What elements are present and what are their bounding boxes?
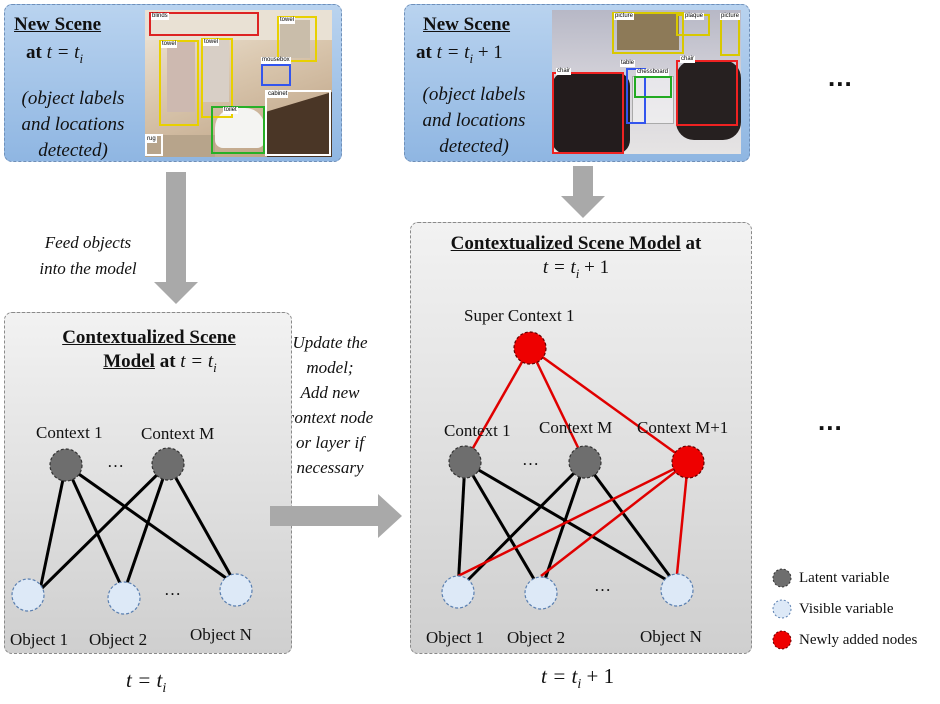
model-1-object-1-label: Object 1 [10,630,69,649]
edge [463,461,543,592]
edge [464,460,678,588]
model-1-object-dots: … [164,580,181,599]
model-1-context-m-label: Context M [141,424,215,443]
feed-arrow [154,172,198,304]
model-1-object-2-label: Object 2 [89,630,148,649]
model-2-caption: t = ti + 1 [541,664,615,693]
model-2-object-n-label: Object N [640,627,702,646]
feed-objects-label: Feed objects into the model [39,233,137,278]
scene-1-note: (object labels and locations detected) [21,88,125,161]
context-1-node [448,445,482,479]
context-1-node [49,448,83,482]
object-2-node [524,576,558,610]
mid-ellipsis: ... [818,406,843,436]
top-ellipsis: ... [828,62,853,92]
edge [64,464,126,593]
model-2-context-1-label: Context 1 [444,421,511,440]
object-n-node [660,573,694,607]
object-1-node [441,575,475,609]
edge [583,461,679,587]
edge [38,464,68,591]
model-1-title: Contextualized Scene Model at t = ti [62,327,236,375]
model-2-new-edges [457,346,690,578]
model-2-context-m-label: Context M [539,418,613,437]
edge [65,463,237,587]
context-m-node [568,445,602,479]
model-2-edges [456,460,679,592]
model-2-object-dots: … [594,576,611,595]
model-1-context-dots: … [107,452,124,471]
edge [166,463,238,586]
legend-new-label: Newly added nodes [799,632,918,648]
new-edge [528,347,587,463]
legend-latent-label: Latent variable [799,570,890,586]
edge [456,461,467,591]
legend-latent-marker [772,568,792,588]
legend-visible-marker [772,599,792,619]
update-model-label: Update the model; Add new context node o… [286,333,374,477]
object-n-node [219,573,253,607]
model-2-super-context-label: Super Context 1 [464,306,575,325]
object-2-node [107,581,141,615]
scene-1-time: at t = ti [26,42,84,66]
model-2-object-1-label: Object 1 [426,628,485,647]
model-1-context-1-label: Context 1 [36,423,103,442]
scene-2-photo: picture plaque picture chair table chess… [552,10,741,154]
scene-2-time: at t = ti + 1 [416,42,503,66]
new-edge [457,460,689,578]
model-2-object-2-label: Object 2 [507,628,566,647]
edge [122,463,170,593]
model-2-context-dots: … [522,450,539,469]
update-arrow [270,494,402,538]
new-edge [675,461,690,575]
scene-1-title: New Scene [14,14,102,35]
model-1-caption: t = ti [126,668,167,697]
scene-2-note: (object labels and locations detected) [422,84,526,157]
model-2-title: Contextualized Scene Model at t = ti + 1 [450,233,702,281]
legend-visible-label: Visible variable [799,601,894,617]
legend-new-marker [772,630,792,650]
new-edge [463,347,532,463]
edge [38,462,170,592]
super-context-1-node [513,331,547,365]
scene-1-photo: blinds towel towel towel toilet mousebox… [145,10,332,157]
scene-2-arrow [561,166,605,218]
model-2-context-m1-label: Context M+1 [637,418,729,437]
model-1-edges [38,462,238,593]
new-edge [529,346,689,464]
new-edge [540,461,689,577]
context-m-node [151,447,185,481]
context-m1-node [671,445,705,479]
model-1-object-n-label: Object N [190,625,252,644]
object-1-node [11,578,45,612]
edge [456,460,587,592]
scene-2-title: New Scene [423,14,511,35]
